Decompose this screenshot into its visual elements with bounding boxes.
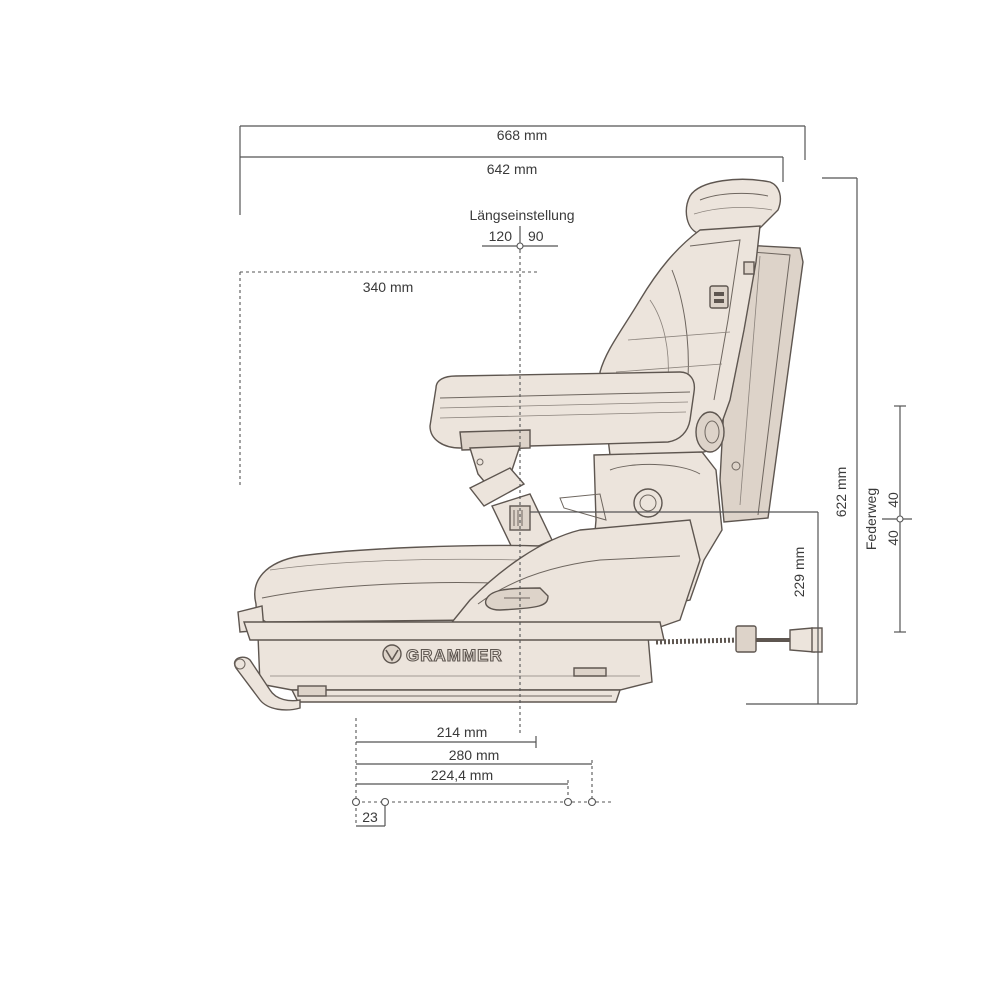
suspension-up: 40 — [885, 492, 901, 508]
dim-229-label: 229 mm — [791, 547, 807, 598]
backrest-hinge — [633, 488, 663, 518]
brand-name: GRAMMER — [406, 646, 503, 665]
rear-cable-connector — [655, 625, 823, 653]
recline-knob — [695, 411, 725, 453]
armrest — [429, 371, 696, 449]
dim-seat-height: 229 mm — [530, 511, 819, 704]
brand-logo: GRAMMER — [382, 644, 503, 666]
seat-handle-slot — [484, 587, 549, 611]
length-adjust-back: 90 — [528, 228, 544, 244]
dim-mounting-holes: 214 mm 280 mm 224,4 mm 23 — [351, 718, 612, 827]
dim-622-label: 622 mm — [833, 467, 849, 518]
dim-280-label: 280 mm — [449, 747, 500, 763]
dim-214-label: 214 mm — [437, 724, 488, 740]
dim-642-label: 642 mm — [487, 161, 538, 177]
fore-aft-lever — [233, 656, 301, 711]
suspension-down: 40 — [885, 530, 901, 546]
dim-length-adjustment: Längseinstellung 120 90 — [469, 207, 575, 250]
dim-overall-depth: 668 mm — [239, 125, 806, 215]
dim-suspension-travel: Federweg 40 40 — [863, 405, 912, 633]
dim-23-label: 23 — [362, 809, 378, 825]
dim-total-height: 622 mm — [746, 177, 858, 705]
dim-668-label: 668 mm — [497, 127, 548, 143]
dim-340-label: 340 mm — [363, 279, 414, 295]
suspension-label: Federweg — [863, 488, 879, 550]
headrest — [685, 178, 782, 235]
length-adjust-label: Längseinstellung — [469, 207, 574, 223]
backrest-switch — [709, 285, 729, 309]
dim-backrest-depth: 642 mm — [240, 156, 784, 182]
length-adjust-forward: 120 — [489, 228, 513, 244]
dim-armrest-offset: 340 mm — [239, 250, 538, 736]
seat-illustration: GRAMMER — [233, 178, 823, 711]
dim-224-label: 224,4 mm — [431, 767, 493, 783]
